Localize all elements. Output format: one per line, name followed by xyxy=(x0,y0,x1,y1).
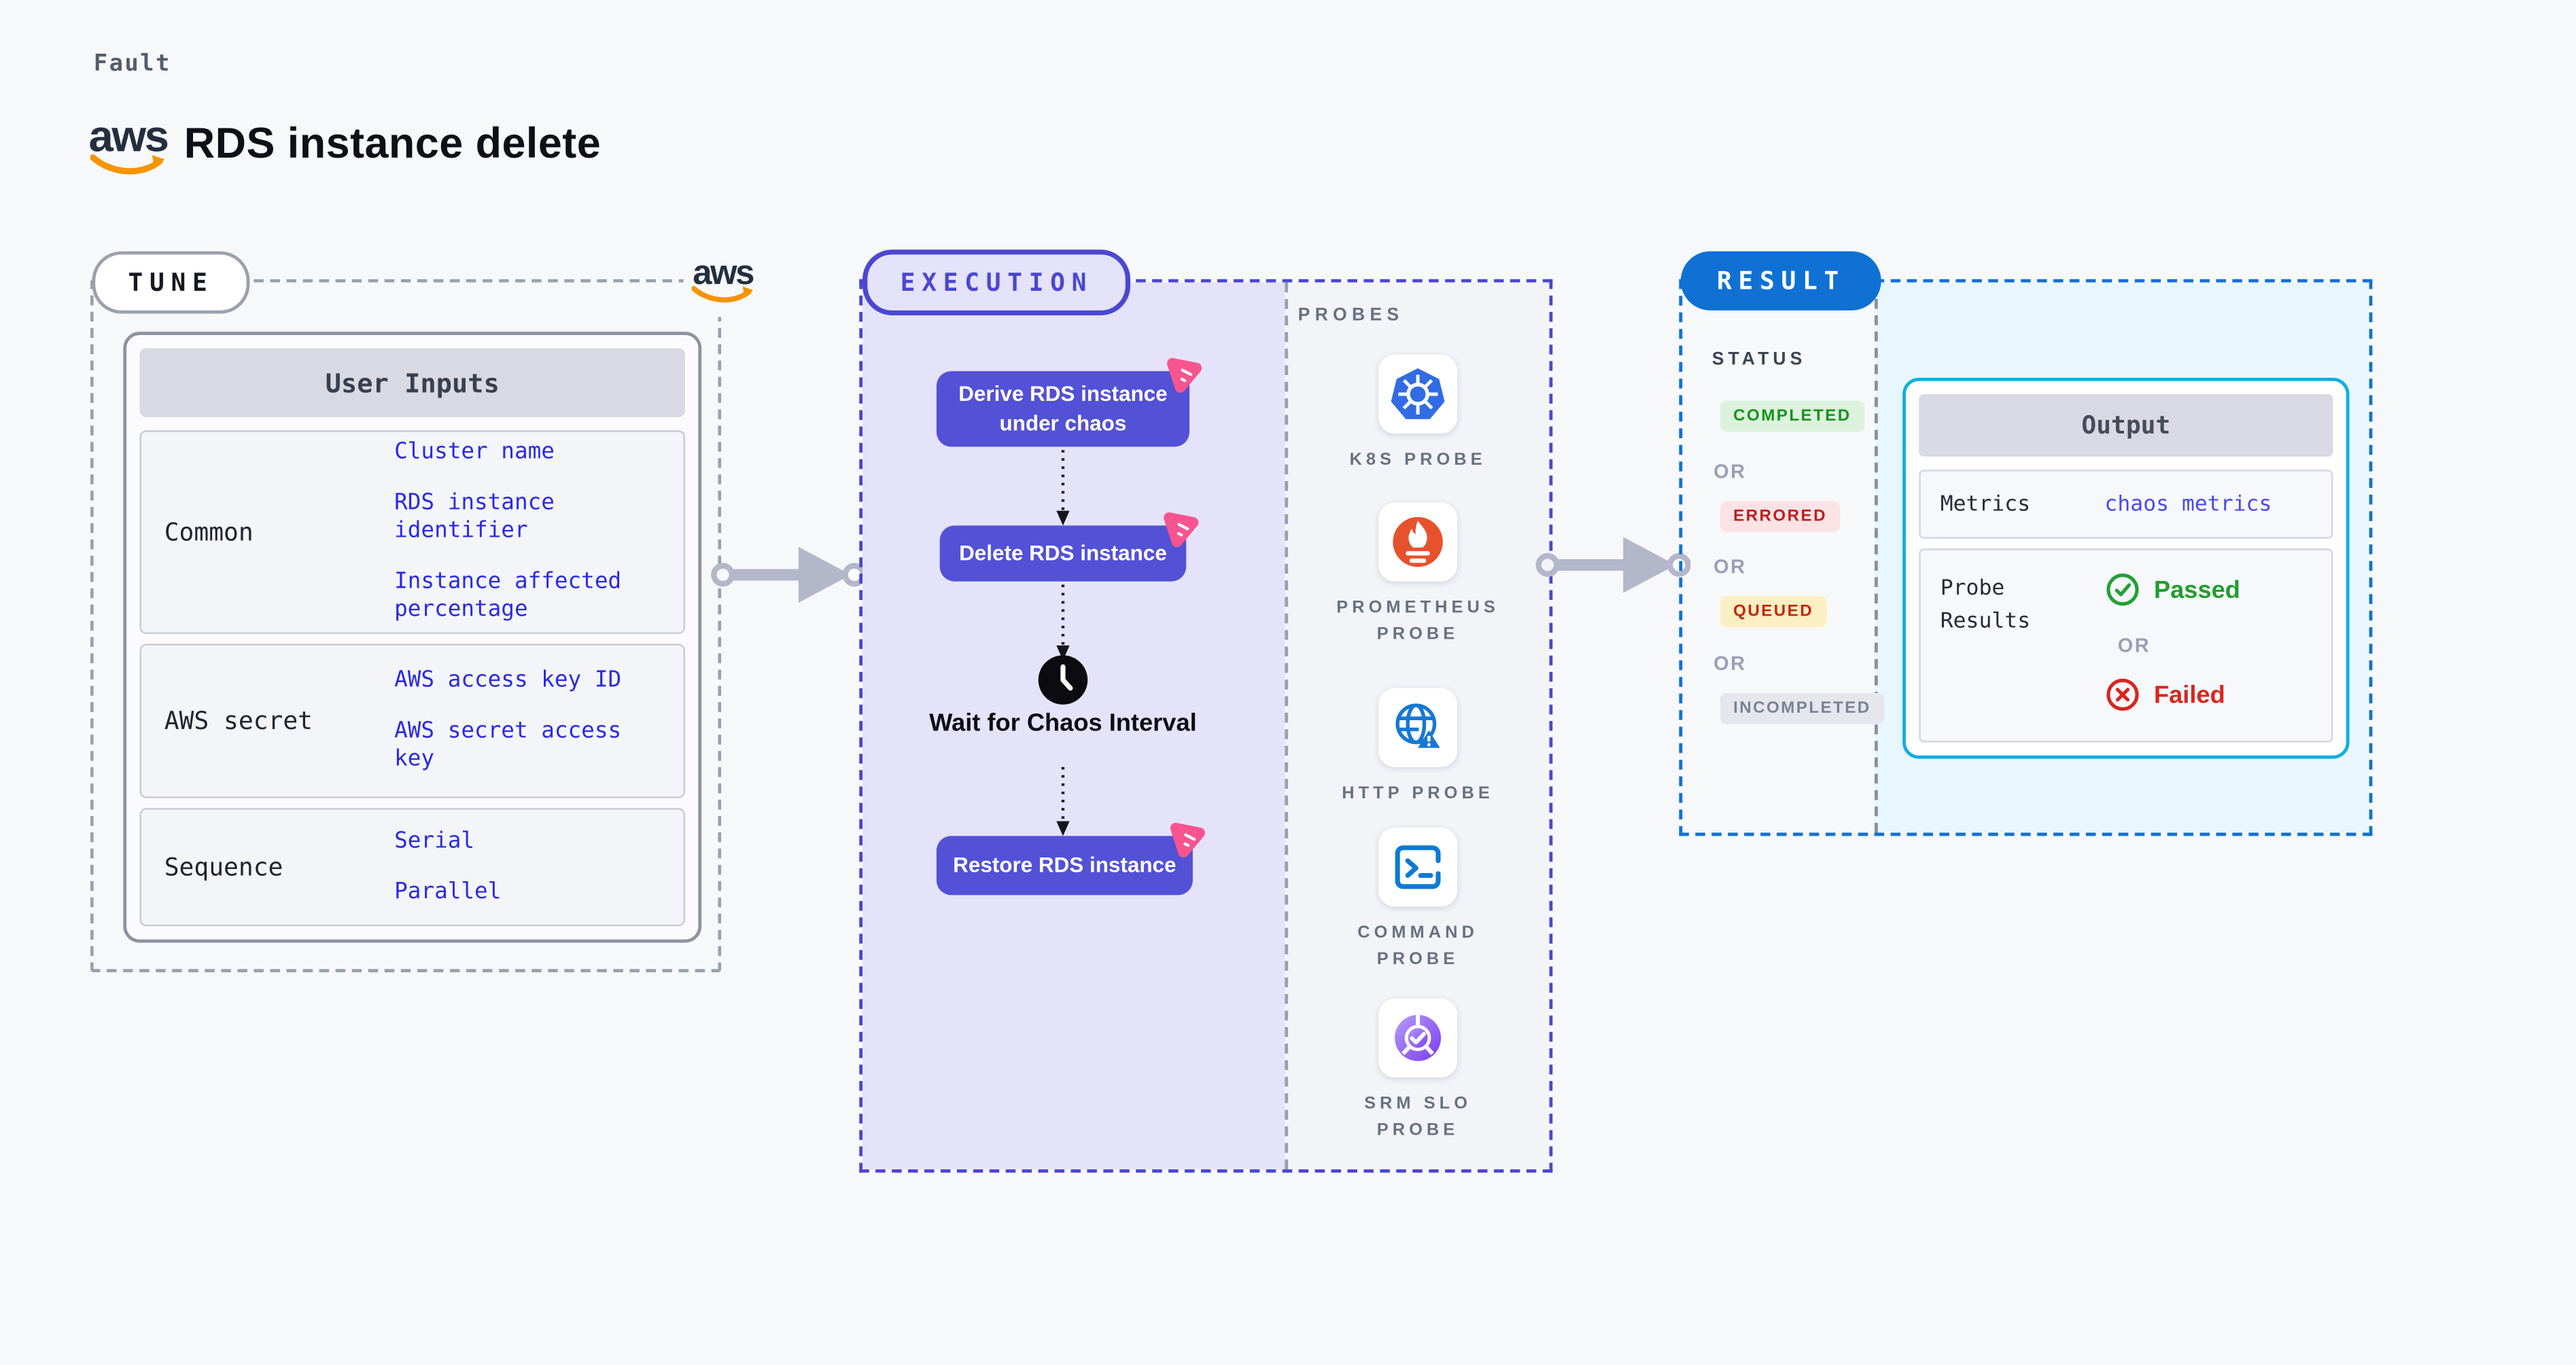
probe-label-http: HTTP PROBE xyxy=(1342,783,1494,804)
probe-label-prometheus: PROMETHEUS PROBE xyxy=(1336,597,1499,645)
probe-card-srm-slo xyxy=(1378,998,1458,1078)
flow-connector xyxy=(1056,766,1070,836)
node-label: Derive RDS instance under chaos xyxy=(958,381,1168,436)
row-label: AWS secret xyxy=(164,706,313,736)
chaos-fault-icon xyxy=(1167,357,1202,393)
wait-for-chaos-interval-label: Wait for Chaos Interval xyxy=(929,709,1197,738)
probe-result-failed: Failed xyxy=(2104,677,2225,713)
user-inputs-table: User Inputs Common Cluster name RDS inst… xyxy=(123,332,702,943)
tune-badge: TUNE xyxy=(92,251,250,314)
row-values: Serial Parallel xyxy=(394,828,654,906)
aws-smile-icon-small xyxy=(691,285,753,302)
output-row-metrics: Metrics chaos metrics xyxy=(1919,469,2333,539)
node-label: Restore RDS instance xyxy=(953,853,1177,878)
tune-region xyxy=(90,279,722,972)
input-link-instance-affected-percentage[interactable]: Instance affected percentage xyxy=(394,567,622,623)
input-link-aws-secret-access-key[interactable]: AWS secret access key xyxy=(394,717,622,773)
input-link-rds-instance-identifier[interactable]: RDS instance identifier xyxy=(394,489,555,544)
metrics-label: Metrics xyxy=(1940,491,2031,517)
status-title: STATUS xyxy=(1711,349,1807,370)
aws-logo-small-text: aws xyxy=(693,253,754,292)
result-region: STATUS COMPLETED OR ERRORED OR QUEUED OR… xyxy=(1679,279,2373,836)
or-label: OR xyxy=(1713,459,1747,483)
probe-card-command xyxy=(1378,828,1458,907)
chaos-fault-icon xyxy=(1164,512,1199,548)
output-table: Output Metrics chaos metrics Probe Resul… xyxy=(1902,377,2350,759)
input-link-aws-access-key-id[interactable]: AWS access key ID xyxy=(394,667,622,694)
table-row-sequence: Sequence Serial Parallel xyxy=(139,808,685,927)
probes-title: PROBES xyxy=(1298,305,1404,325)
kubernetes-icon xyxy=(1391,368,1445,419)
probe-card-prometheus xyxy=(1378,502,1458,582)
globe-icon xyxy=(1395,703,1440,748)
probe-results-label: Probe Results xyxy=(1940,576,2031,633)
output-header: Output xyxy=(1919,394,2333,457)
x-circle-icon xyxy=(2106,678,2139,711)
output-row-probe-results: Probe Results Passed OR Failed xyxy=(1919,548,2333,743)
page-title: RDS instance delete xyxy=(184,118,602,168)
arrow-tune-to-execution xyxy=(711,546,866,603)
terminal-icon xyxy=(1395,845,1441,889)
flow-connector xyxy=(1056,584,1070,660)
arrow-execution-to-result xyxy=(1535,537,1691,593)
input-link-parallel[interactable]: Parallel xyxy=(394,877,502,904)
execution-badge: EXECUTION xyxy=(863,249,1131,316)
execution-flow-panel: Derive RDS instance under chaos Delete R… xyxy=(863,282,1285,1170)
passed-label: Passed xyxy=(2153,575,2240,604)
node-label: Delete RDS instance xyxy=(959,540,1167,566)
row-label: Common xyxy=(164,517,254,547)
input-link-serial[interactable]: Serial xyxy=(394,828,475,854)
table-row-common: Common Cluster name RDS instance identif… xyxy=(139,430,685,635)
probe-label-k8s: K8S PROBE xyxy=(1349,450,1486,470)
row-values: Cluster name RDS instance identifier Ins… xyxy=(394,439,654,626)
aws-smile-icon xyxy=(90,154,165,175)
result-badge: RESULT xyxy=(1680,251,1882,311)
or-label: OR xyxy=(2117,634,2151,657)
flow-connector xyxy=(1056,450,1070,526)
probe-card-k8s xyxy=(1378,355,1458,434)
aws-logo: aws xyxy=(87,111,169,177)
probe-result-passed: Passed xyxy=(2104,571,2240,607)
check-circle-icon xyxy=(2106,573,2139,606)
status-badge-errored: ERRORED xyxy=(1720,501,1841,533)
probe-label-command: COMMAND PROBE xyxy=(1357,923,1478,970)
node-delete-rds-instance[interactable]: Delete RDS instance xyxy=(939,512,1199,582)
node-derive-rds-instance[interactable]: Derive RDS instance under chaos xyxy=(936,357,1202,447)
input-link-cluster-name[interactable]: Cluster name xyxy=(394,438,555,465)
chaos-metrics-link[interactable]: chaos metrics xyxy=(2104,491,2272,517)
aws-logo-text: aws xyxy=(88,111,169,161)
chaos-fault-icon xyxy=(1170,823,1205,858)
prometheus-icon xyxy=(1393,516,1443,567)
or-label: OR xyxy=(1713,652,1747,675)
status-badge-queued: QUEUED xyxy=(1720,596,1827,628)
fault-kind-label: Fault xyxy=(93,50,171,77)
failed-label: Failed xyxy=(2153,680,2225,709)
node-restore-rds-instance[interactable]: Restore RDS instance xyxy=(936,823,1205,896)
status-badge-incompleted: INCOMPLETED xyxy=(1720,693,1884,724)
slo-check-icon xyxy=(1395,1014,1442,1061)
user-inputs-header: User Inputs xyxy=(139,348,685,417)
row-values: AWS access key ID AWS secret access key xyxy=(394,667,654,775)
row-label: Sequence xyxy=(164,852,283,883)
clock-icon xyxy=(1038,655,1088,705)
probe-card-http xyxy=(1378,688,1458,767)
or-label: OR xyxy=(1713,555,1747,578)
probe-label-srm-slo: SRM SLO PROBE xyxy=(1364,1093,1472,1141)
execution-region: Derive RDS instance under chaos Delete R… xyxy=(859,279,1553,1173)
status-badge-completed: COMPLETED xyxy=(1720,400,1864,432)
aws-logo-small: aws xyxy=(683,243,763,317)
table-row-aws-secret: AWS secret AWS access key ID AWS secret … xyxy=(139,643,685,798)
